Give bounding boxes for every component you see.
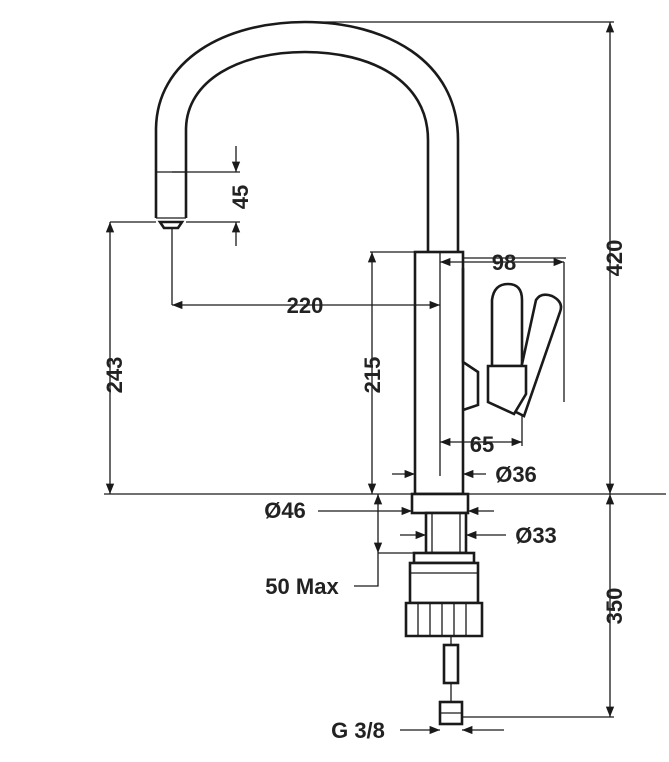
washer	[412, 551, 476, 565]
dim-50max-leader	[354, 553, 379, 587]
dimension-lines	[105, 22, 615, 735]
supply-hose	[442, 643, 460, 685]
lever-handle	[490, 282, 524, 368]
label-base-diameter: Ø46	[264, 498, 306, 523]
label-body-diameter: Ø36	[495, 462, 537, 487]
spout-inner-contour	[184, 50, 430, 252]
label-body-height: 215	[360, 357, 385, 394]
label-reach: 220	[287, 293, 324, 318]
faucet-body	[413, 250, 465, 496]
label-shank-diameter: Ø33	[515, 523, 557, 548]
label-max-deck-thickness: 50 Max	[265, 574, 339, 599]
label-aerator-height: 45	[228, 185, 253, 209]
faucet-outline	[154, 20, 563, 726]
fixing-ring	[404, 601, 484, 638]
base-flange	[410, 492, 470, 515]
aerator-nozzle	[157, 220, 185, 230]
label-connection-thread: G 3/8	[331, 718, 385, 743]
spout-outer-contour	[154, 20, 460, 252]
label-spout-height: 243	[102, 357, 127, 394]
fixing-ring-ribs	[417, 603, 467, 636]
extension-lines	[104, 21, 666, 718]
label-lever-offset: 65	[470, 432, 494, 457]
dimension-labels: 45 220 243 215 420 98 65 Ø36 Ø46 Ø33 50 …	[102, 185, 627, 743]
lever-bracket	[461, 268, 480, 412]
label-under-deck-length: 350	[602, 588, 627, 625]
label-total-height: 420	[602, 240, 627, 277]
mounting-nut	[408, 561, 480, 605]
label-lever-reach: 98	[492, 250, 516, 275]
lever-joint	[486, 364, 528, 416]
